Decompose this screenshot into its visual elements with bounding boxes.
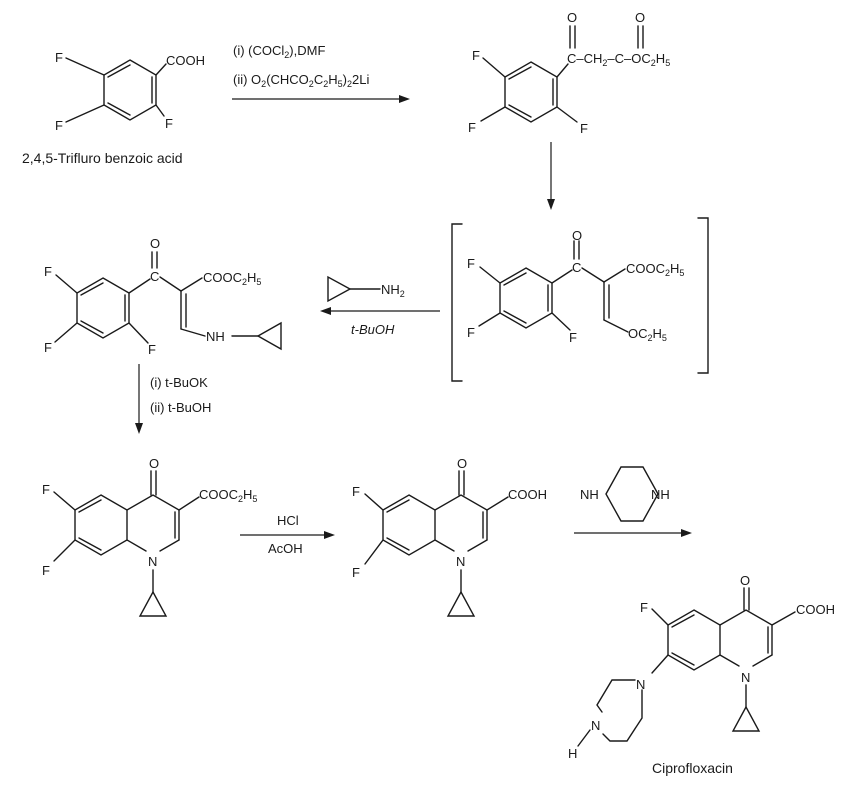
pyridone-ring bbox=[719, 609, 773, 667]
reagent-label: (ii) O2(CHCO2C2H5)22Li bbox=[233, 72, 369, 89]
fluorine-label: F bbox=[569, 330, 577, 345]
compound-7-ciprofloxacin: O COOH N N N H F Ciprofloxacin bbox=[568, 573, 835, 776]
fluorine-label: F bbox=[352, 565, 360, 580]
compound-5-quinolone-ester: O COOC2H5 N F F bbox=[42, 456, 257, 617]
solvent-label: t-BuOH bbox=[351, 322, 395, 337]
pyridone-ring bbox=[126, 494, 180, 552]
fluorine-label: F bbox=[44, 340, 52, 355]
nh-label: NH bbox=[580, 487, 599, 502]
cooh-label: COOH bbox=[508, 487, 547, 502]
nitrogen-label: N bbox=[591, 718, 600, 733]
nitrogen-label: N bbox=[636, 677, 645, 692]
cooh-label: COOH bbox=[796, 602, 835, 617]
benzene-ring bbox=[499, 267, 553, 329]
benzene-ring bbox=[667, 609, 721, 671]
benzene-ring bbox=[76, 277, 130, 339]
oxygen-label: O bbox=[567, 10, 577, 25]
fluorine-label: F bbox=[580, 121, 588, 136]
benzene-ring bbox=[504, 61, 558, 123]
fluorine-label: F bbox=[42, 482, 50, 497]
arrow-step-5: HCl AcOH bbox=[240, 513, 335, 556]
ethoxy-label: OC2H5 bbox=[628, 326, 667, 343]
nh-label: NH bbox=[206, 329, 225, 344]
chain-label: C–CH2–C–OC2H5 bbox=[567, 51, 670, 68]
fluorine-label: F bbox=[148, 342, 156, 357]
reagent-label: (i) t-BuOK bbox=[150, 375, 208, 390]
fluorine-label: F bbox=[44, 264, 52, 279]
carbon-label: C bbox=[150, 269, 159, 284]
compound-2-beta-keto-ester: O O C–CH2–C–OC2H5 F F F bbox=[468, 10, 670, 136]
fluorine-label: F bbox=[55, 50, 63, 65]
nitrogen-label: N bbox=[148, 554, 157, 569]
hydrogen-label: H bbox=[568, 746, 577, 761]
pyridone-ring bbox=[434, 494, 488, 552]
oxygen-label: O bbox=[457, 456, 467, 471]
benzene-ring bbox=[103, 59, 157, 121]
fluorine-label: F bbox=[42, 563, 50, 578]
benzene-ring bbox=[74, 494, 128, 556]
cyclopropylamine-reagent: NH2 bbox=[327, 275, 405, 303]
cooh-label: COOH bbox=[166, 53, 205, 68]
bracket-right bbox=[697, 217, 709, 374]
fluorine-label: F bbox=[467, 256, 475, 271]
ester-label: COOC2H5 bbox=[626, 261, 684, 278]
compound-1-trifluorobenzoic-acid: COOH F F F 2,4,5-Trifluro benzoic acid bbox=[22, 50, 205, 166]
arrow-step-6: NH NH bbox=[574, 466, 692, 537]
arrow-step-4: (i) t-BuOK (ii) t-BuOH bbox=[135, 364, 211, 434]
arrow-step-3: NH2 t-BuOH bbox=[320, 275, 440, 337]
fluorine-label: F bbox=[468, 120, 476, 135]
reagent-label: (i) (COCl2),DMF bbox=[233, 43, 325, 60]
bracket-left bbox=[451, 223, 463, 382]
oxygen-label: O bbox=[635, 10, 645, 25]
oxygen-label: O bbox=[149, 456, 159, 471]
piperazine-reagent: NH NH bbox=[580, 466, 670, 522]
reagent-label: AcOH bbox=[268, 541, 303, 556]
benzene-ring bbox=[382, 494, 436, 556]
nh-label: NH bbox=[651, 487, 670, 502]
piperazine-ring bbox=[596, 679, 643, 742]
oxygen-label: O bbox=[150, 236, 160, 251]
fluorine-label: F bbox=[472, 48, 480, 63]
oxygen-label: O bbox=[740, 573, 750, 588]
compound-3-ethoxymethylene-ester: O C COOC2H5 OC2H5 F F F bbox=[451, 217, 709, 382]
compound-name-caption: Ciprofloxacin bbox=[652, 760, 733, 776]
arrow-step-1: (i) (COCl2),DMF (ii) O2(CHCO2C2H5)22Li bbox=[232, 43, 410, 103]
ester-label: COOC2H5 bbox=[199, 487, 257, 504]
compound-4-cyclopropylamino-acrylate: O C COOC2H5 NH F F F bbox=[44, 236, 282, 357]
compound-name-caption: 2,4,5-Trifluro benzoic acid bbox=[22, 150, 183, 166]
fluorine-label: F bbox=[467, 325, 475, 340]
ester-label: COOC2H5 bbox=[203, 270, 261, 287]
fluorine-label: F bbox=[352, 484, 360, 499]
fluorine-label: F bbox=[165, 116, 173, 131]
fluorine-label: F bbox=[640, 600, 648, 615]
reagent-label: (ii) t-BuOH bbox=[150, 400, 211, 415]
nitrogen-label: N bbox=[741, 670, 750, 685]
carbon-label: C bbox=[572, 260, 581, 275]
reagent-label: HCl bbox=[277, 513, 299, 528]
oxygen-label: O bbox=[572, 228, 582, 243]
amine-label: NH2 bbox=[381, 282, 405, 299]
fluorine-label: F bbox=[55, 118, 63, 133]
compound-6-quinolone-acid: O COOH N F F bbox=[352, 456, 547, 617]
arrow-step-2 bbox=[547, 142, 555, 210]
nitrogen-label: N bbox=[456, 554, 465, 569]
